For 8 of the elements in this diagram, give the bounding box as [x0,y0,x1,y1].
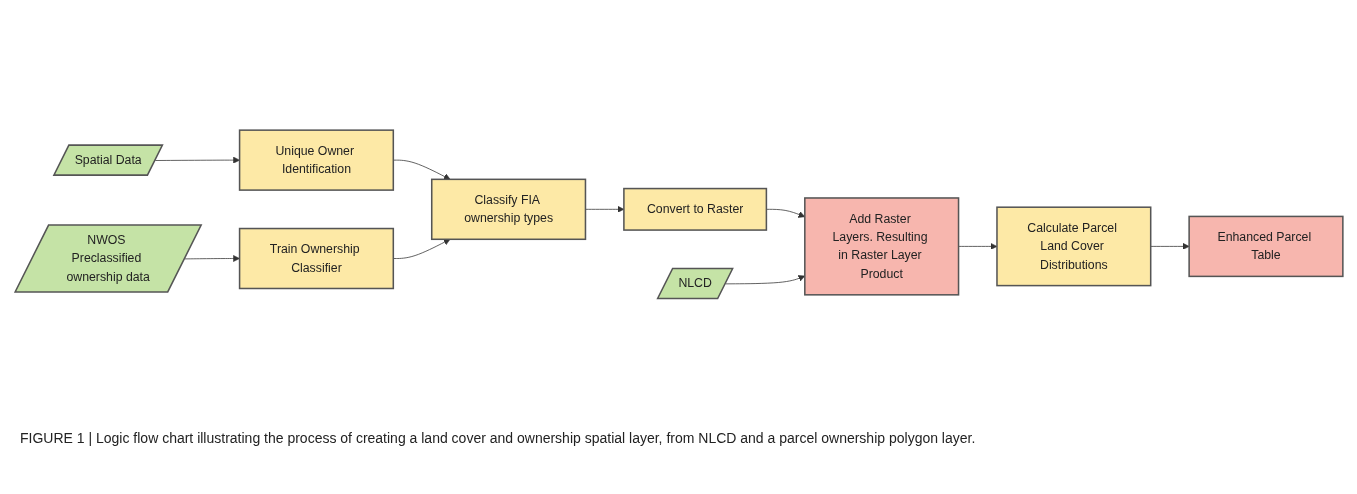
node-box: Enhanced Parcel Table [1187,215,1344,277]
node-box: Convert to Raster [622,187,767,231]
node-box: Classify FIA ownership types [430,178,586,240]
node-box: Unique Owner Identification [238,129,394,191]
node-box: Calculate Parcel Land Cover Distributions [995,206,1151,287]
node-box: Add Raster Layers. Resulting in Raster Layer Product [803,196,959,296]
figure-caption: FIGURE 1 | Logic flow chart illustrating the process of creating a land cover and ownership spatial layer, from NLCD and a parcel ownership polygon layer. [20,430,977,446]
node-box: Train Ownership Classifier [238,227,394,289]
